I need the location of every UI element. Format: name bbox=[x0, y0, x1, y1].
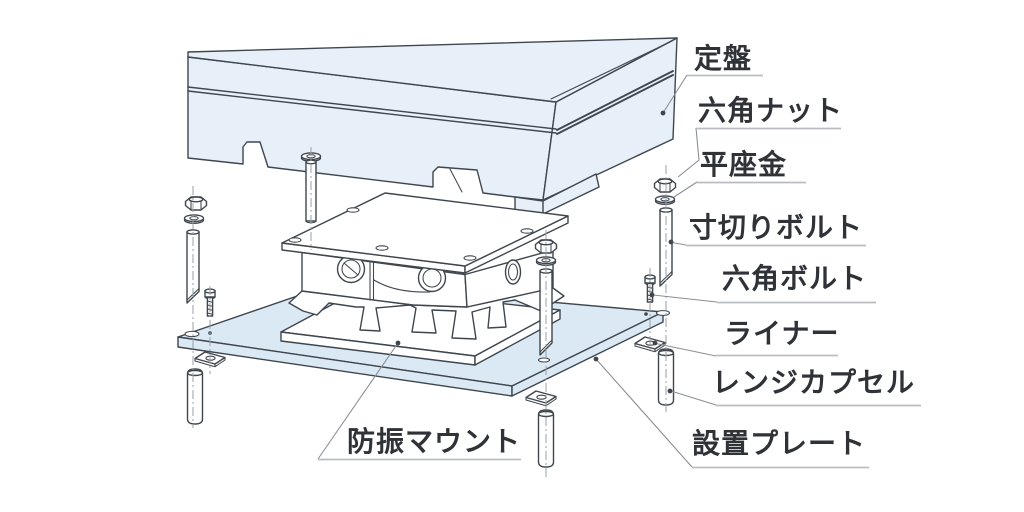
label-hex-bolt: 六角ボルト bbox=[649, 262, 876, 304]
centerlines bbox=[192, 147, 667, 480]
threaded-rod-right bbox=[659, 207, 673, 287]
label-hex-nut: 六角ナット bbox=[677, 94, 843, 178]
hardware-left bbox=[183, 196, 226, 425]
label-liner-text: ライナー bbox=[724, 318, 839, 349]
plate-hole-left bbox=[184, 330, 200, 338]
surface-plate-top-face bbox=[187, 37, 678, 103]
hex-nut-left bbox=[184, 196, 208, 211]
surface-plate-notch-facet bbox=[449, 168, 463, 193]
plate-bolt-hole-right bbox=[644, 312, 648, 316]
label-anti-vibration-mount-text: 防振マウント bbox=[347, 426, 521, 457]
washer-left bbox=[183, 214, 205, 225]
threaded-rod-middle bbox=[539, 268, 553, 356]
surface-plate-chamfer-line bbox=[550, 40, 673, 100]
label-liner: ライナー bbox=[652, 318, 839, 357]
label-surface-plate-text: 定盤 bbox=[694, 42, 752, 74]
mount-divider-line bbox=[369, 254, 375, 301]
label-flat-washer-text: 平座金 bbox=[700, 148, 787, 180]
label-threaded-rod-text: 寸切りボルト bbox=[689, 212, 863, 243]
label-surface-plate: 定盤 bbox=[660, 42, 763, 116]
plate-hole-right bbox=[655, 310, 671, 316]
label-installation-plate-text: 設置プレート bbox=[692, 427, 866, 459]
capsule-left bbox=[186, 368, 204, 425]
label-threaded-rod: 寸切りボルト bbox=[668, 212, 866, 247]
mount-base-front-right bbox=[474, 309, 561, 366]
anti-vibration-mount-part bbox=[280, 192, 569, 366]
label-hex-nut-text: 六角ナット bbox=[698, 94, 843, 126]
hex-nut-right bbox=[653, 178, 677, 193]
label-hex-bolt-text: 六角ボルト bbox=[722, 262, 867, 294]
hardware-right bbox=[634, 178, 677, 406]
surface-plate-groove-right bbox=[556, 70, 674, 135]
liner-middle bbox=[525, 390, 557, 407]
mount-port-left bbox=[336, 254, 366, 284]
label-anti-vibration-mount: 防振マウント bbox=[317, 340, 521, 461]
label-flat-washer: 平座金 bbox=[673, 148, 806, 198]
label-installation-plate: 設置プレート bbox=[593, 356, 869, 469]
label-range-capsule-text: レンジカプセル bbox=[712, 367, 915, 398]
installation-plate-front-right-edge bbox=[511, 311, 664, 397]
mount-casting-arc bbox=[373, 279, 431, 293]
washer-right bbox=[654, 195, 676, 206]
mount-port-right bbox=[504, 259, 522, 285]
mount-flange-holes bbox=[288, 207, 534, 261]
surface-plate-part bbox=[187, 37, 678, 215]
plate-hole-mid bbox=[537, 357, 551, 363]
surface-plate-groove-front bbox=[187, 86, 557, 134]
label-range-capsule: レンジカプセル bbox=[667, 367, 921, 407]
